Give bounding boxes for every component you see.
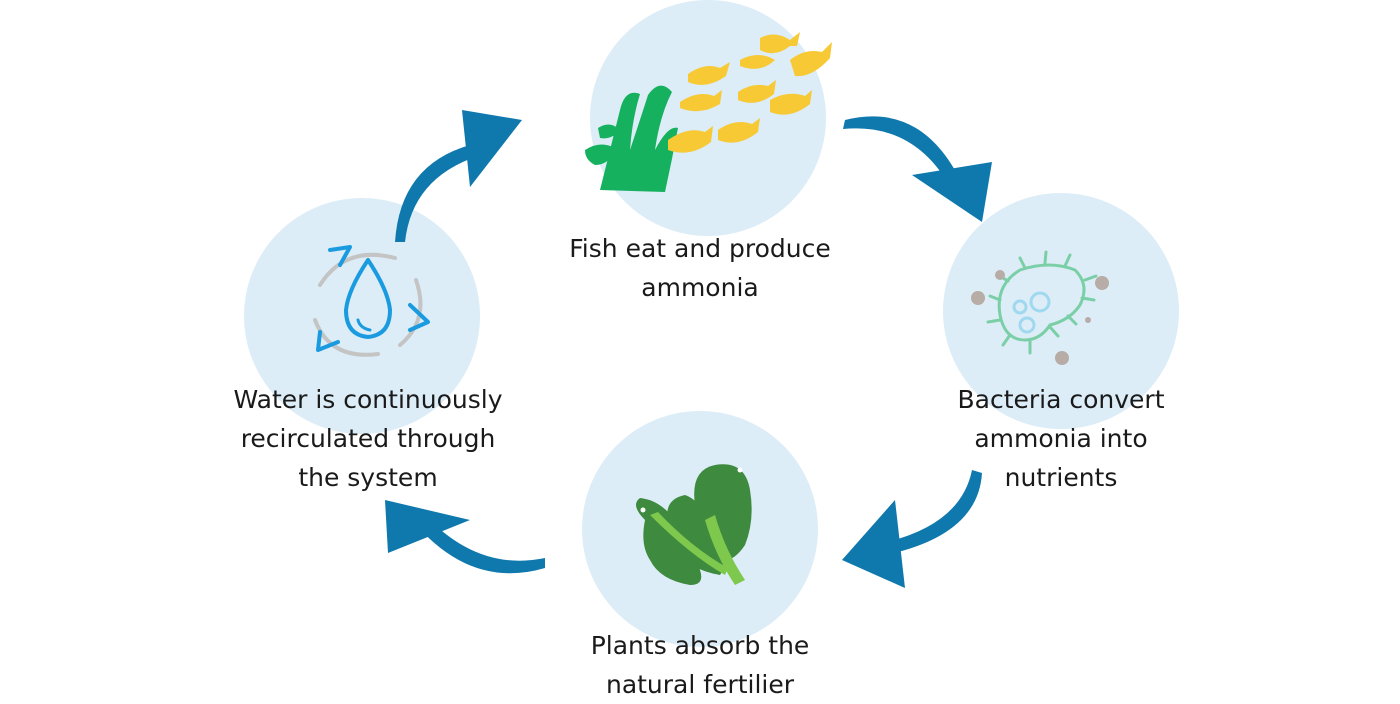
water-step-circle — [244, 198, 480, 434]
fish-step-label-line: Fish eat and produce — [569, 234, 831, 263]
plants-step-label: Plants absorb the natural fertilier — [560, 626, 840, 704]
bacteria-step-label: Bacteria convert ammonia into nutrients — [926, 380, 1196, 497]
water-step-label-line: the system — [298, 463, 438, 492]
water-step-label: Water is continuously recirculated throu… — [208, 380, 528, 497]
bacteria-step-label-line: ammonia into — [974, 424, 1148, 453]
arrow-bacteria-to-plants — [842, 470, 982, 588]
bacteria-icon — [971, 250, 1109, 365]
plants-step-label-line: natural fertilier — [605, 670, 795, 699]
water-recycle-icon — [313, 245, 430, 357]
leafy-greens-icon — [636, 464, 752, 585]
bacteria-step-label-line: nutrients — [1004, 463, 1118, 492]
water-step-label-line: recirculated through — [240, 424, 496, 453]
arrow-water-to-fish — [395, 110, 522, 242]
plants-step-label-line: Plants absorb the — [590, 631, 810, 660]
fish-step-label: Fish eat and produce ammonia — [540, 229, 860, 307]
arrow-fish-to-bacteria — [843, 116, 992, 222]
water-step-label-line: Water is continuously — [233, 385, 503, 414]
arrow-plants-to-water — [385, 500, 545, 574]
bacteria-step-circle — [943, 193, 1179, 429]
fish-seaweed-icon — [585, 32, 832, 192]
fish-step-label-line: ammonia — [641, 273, 759, 302]
bacteria-step-label-line: Bacteria convert — [957, 385, 1165, 414]
